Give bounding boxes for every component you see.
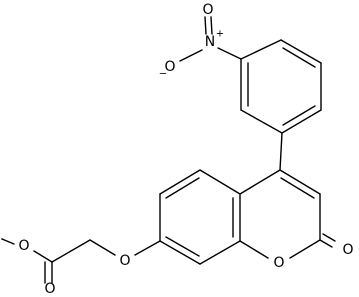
- bond-c5-c6: [159, 169, 201, 195]
- bond-o-ch2: [89, 239, 116, 256]
- atom-o-nitro-top: O: [202, 2, 213, 18]
- bond-o-methyl: [1, 238, 15, 245]
- bond-phenyl-1: [240, 39, 282, 60]
- bond-n-o-double-inner: [204, 16, 207, 35]
- bond-c4-c4a: [239, 169, 281, 195]
- atom-o-nitro-minus: O: [164, 59, 175, 75]
- bond-c2-o1: [289, 239, 321, 259]
- bond-phenyl-2: [280, 39, 322, 64]
- atom-o-ether: O: [119, 253, 130, 269]
- bond-c7-c8: [159, 240, 201, 265]
- atom-o-ester: O: [18, 238, 29, 254]
- bond-c-o-single: [33, 250, 53, 263]
- bond-c2-o-double-inner: [322, 233, 336, 242]
- bond-o1-c8a: [239, 240, 269, 259]
- atom-label-layer: O N + O − O O O O O: [18, 2, 353, 297]
- atom-o-lactone-carbonyl: O: [342, 242, 353, 258]
- bond-c7-c8-inner: [165, 236, 200, 257]
- bond-biaryl: [279, 132, 283, 171]
- bond-c4-c3-inner: [280, 177, 315, 199]
- atom-n-nitro: N: [205, 34, 215, 50]
- bond-n-o-single: [179, 49, 203, 62]
- bond-phenyl-4: [281, 109, 322, 134]
- bond-n-o-double: [210, 16, 213, 35]
- bond-phenyl-5: [240, 109, 283, 134]
- bond-phenyl-4-inner: [282, 105, 316, 126]
- atom-o-ring: O: [273, 255, 284, 271]
- bond-c4-c3: [279, 169, 321, 195]
- charge-minus: −: [159, 69, 167, 80]
- bond-c7-o: [134, 240, 161, 256]
- bond-c2-o-double: [319, 239, 333, 248]
- bond-c5-c6-inner: [165, 177, 200, 199]
- bond-c4a-c5: [199, 169, 241, 195]
- bond-layer: [1, 16, 336, 284]
- bond-n-ring: [217, 47, 242, 60]
- bond-c8-c8a: [199, 240, 241, 265]
- atom-o-ester-carbonyl: O: [44, 281, 55, 297]
- bond-ch2-c: [51, 239, 91, 263]
- charge-plus: +: [216, 29, 224, 40]
- bond-phenyl-2-inner: [282, 47, 316, 68]
